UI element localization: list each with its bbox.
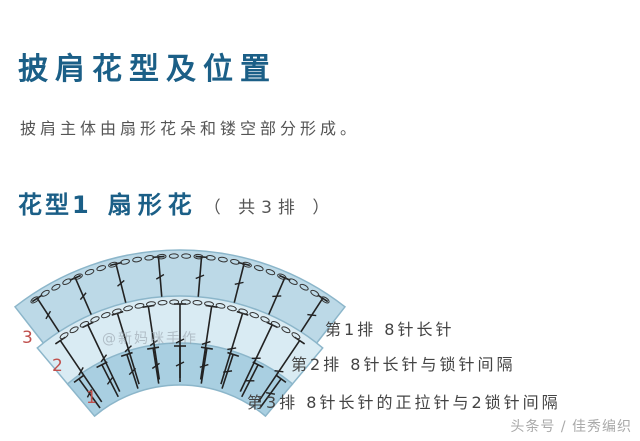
row-3-chain: [84, 269, 95, 276]
page-title: 披肩花型及位置: [18, 52, 277, 87]
row-3-chain: [144, 255, 155, 261]
row-3-chain: [51, 283, 61, 291]
pattern-name: 扇形花: [107, 191, 198, 219]
row-2-stitch-bar: [274, 369, 284, 373]
row-3-stitch-top: [31, 294, 43, 303]
row-2-chain: [169, 299, 180, 305]
row-2-chain: [134, 303, 145, 309]
row-3-chain: [230, 258, 240, 265]
row-1-stitch-top: [147, 346, 160, 350]
row-3-stitch-top: [109, 261, 122, 267]
row-2-chain: [90, 316, 100, 323]
row-3-chain: [30, 296, 40, 304]
row-1-stitch-top: [200, 346, 213, 350]
intro-text: 披肩主体由扇形花朵和镂空部分形成。: [20, 119, 361, 138]
row-1-description: 第1排 8针长针: [325, 320, 455, 339]
row-2-stitch-bar: [78, 367, 84, 376]
row-1-stitch-bar: [265, 391, 276, 395]
row-3-chain: [253, 265, 264, 272]
row-3-description: 第3排 8针长针的正拉针与2锁针间隔: [247, 393, 561, 412]
row-3-stitch-top: [152, 255, 165, 259]
row-2-chain: [192, 299, 203, 306]
row-number-3: 3: [22, 328, 33, 348]
row-3-chain: [205, 255, 216, 261]
row-2-chain: [111, 308, 122, 315]
row-3-chain: [310, 289, 320, 297]
pattern-note: （ 共3排 ）: [203, 198, 336, 218]
row-3-chain: [108, 261, 118, 268]
row-1-stitch-bar: [106, 376, 114, 385]
row-2-chain: [69, 326, 79, 334]
row-3-chain: [40, 289, 50, 297]
diagram-watermark: @新妈咪手作: [102, 331, 198, 347]
row-3-stitch-bar: [117, 279, 125, 287]
row-1-stitch-top: [275, 374, 287, 384]
row-3-stitch-top: [195, 255, 208, 259]
row-3-chain: [62, 278, 72, 285]
row-3-chain: [73, 273, 83, 280]
row-3-chain: [193, 253, 204, 260]
row-3-stitch-bar: [234, 281, 244, 285]
row-3-chain: [156, 253, 167, 260]
row-3-stitch-top: [317, 294, 329, 303]
row-3-chain: [217, 256, 228, 263]
row-3-chain: [288, 278, 298, 285]
row-3-stitch-top: [278, 274, 291, 281]
row-3-chain: [96, 265, 107, 272]
row-3-stitch-bar: [155, 273, 165, 280]
row-2-description: 第2排 8针长针与锁针间隔: [291, 355, 516, 374]
row-1-stitch-bar: [199, 363, 209, 368]
row-2-stitch-bar: [149, 339, 158, 347]
row-number-2: 2: [52, 356, 63, 376]
row-3-stitch-bar: [195, 274, 205, 280]
row-3-chain: [277, 273, 287, 280]
row-2-chain: [79, 321, 90, 328]
row-2-stitch-bar: [124, 345, 132, 353]
row-3-chain: [320, 296, 330, 304]
row-3-chain: [299, 283, 309, 291]
row-2-chain: [101, 312, 111, 319]
row-2-stitch-bar: [175, 338, 185, 344]
row-1-stitch-top: [227, 351, 240, 358]
row-3-stitch-bar: [307, 313, 317, 317]
row-2-stitch-bar: [100, 354, 108, 363]
row-2-chain: [281, 326, 291, 334]
row-2-chain: [291, 332, 301, 340]
row-2-chain: [123, 305, 133, 312]
row-2-chain: [59, 332, 69, 340]
row-2-chain: [249, 312, 259, 319]
row-1-stitch-top: [73, 374, 85, 384]
row-3-chain: [265, 269, 276, 276]
row-2-chain: [260, 316, 270, 323]
row-2-chain: [180, 299, 191, 305]
pattern-heading: 花型1 扇形花（ 共3排 ）: [18, 185, 335, 220]
row-3-chain: [242, 261, 252, 268]
row-1-stitch-bar: [151, 362, 160, 370]
row-3-chain: [132, 256, 143, 263]
row-3-chain: [168, 253, 179, 259]
row-3-stitch-bar: [45, 310, 52, 320]
row-3-stitch-bar: [79, 292, 87, 301]
footer-watermark: 头条号 / 佳秀编织: [510, 419, 632, 435]
row-3-stitch-top: [69, 274, 82, 281]
row-3-chain: [120, 258, 130, 265]
row-number-1: 1: [86, 388, 97, 408]
row-2-chain: [157, 299, 168, 306]
row-2-chain: [270, 321, 281, 328]
row-2-stitch-bar: [201, 340, 211, 345]
pattern-label: 花型1: [18, 191, 92, 219]
row-2-chain: [145, 301, 156, 307]
row-2-chain: [215, 303, 226, 309]
row-1-stitch-top: [120, 351, 133, 358]
row-2-chain: [238, 308, 249, 315]
row-3-stitch-top: [238, 261, 251, 267]
row-1-stitch-bar: [86, 389, 93, 398]
row-2-stitch-bar: [227, 347, 237, 351]
row-3-chain: [181, 253, 192, 259]
row-2-chain: [227, 305, 237, 312]
row-2-chain: [204, 301, 215, 307]
